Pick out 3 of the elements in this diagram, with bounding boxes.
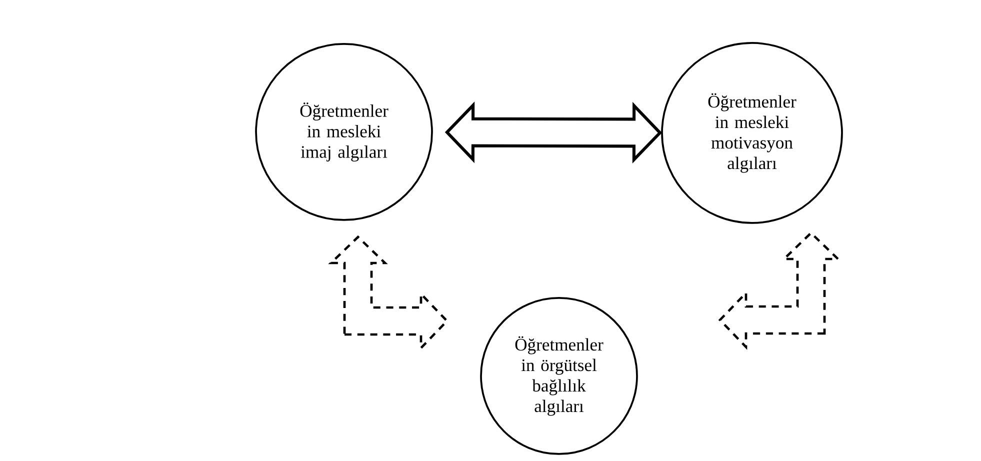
- block-arrow: [718, 231, 841, 350]
- block-arrow: [444, 102, 662, 164]
- block-arrow: [328, 235, 449, 351]
